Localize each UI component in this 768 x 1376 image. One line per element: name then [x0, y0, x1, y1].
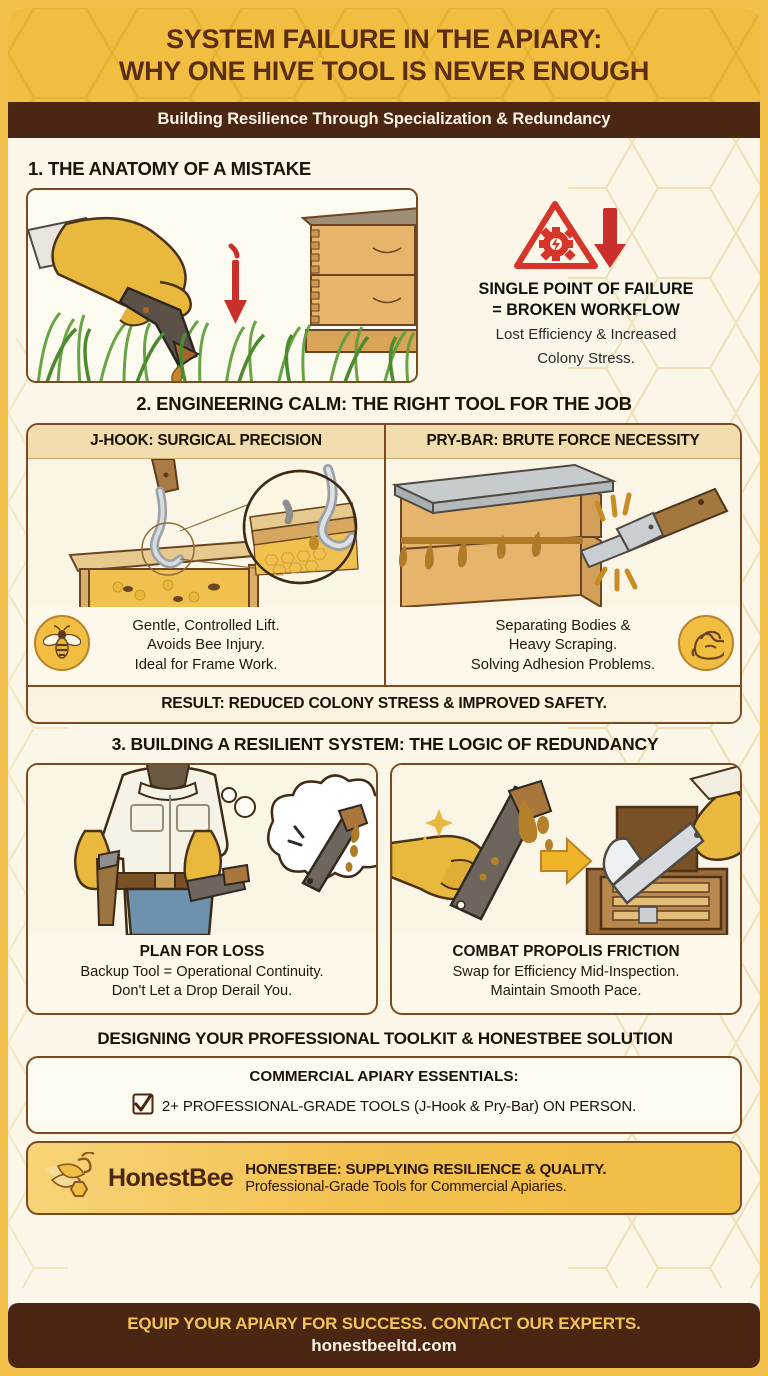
honestbee-bee-logo-icon	[46, 1152, 95, 1198]
header-hexagon-pattern	[8, 8, 760, 108]
section3: PLAN FOR LOSS Backup Tool = Operational …	[26, 763, 742, 1016]
beekeeper-backup-tool-scene	[28, 765, 376, 936]
section1-sub-line1: Lost Efficiency & Increased	[495, 326, 677, 344]
footer-url[interactable]: honestbeeltd.com	[311, 1336, 457, 1355]
prybar-illustration	[386, 458, 740, 607]
section1-callout-line1: SINGLE POINT OF FAILURE	[478, 279, 694, 298]
jhook-line-2: Avoids Bee Injury.	[147, 637, 265, 654]
section1-callout-line2: = BROKEN WORKFLOW	[492, 301, 680, 320]
footer-cta-text: EQUIP YOUR APIARY FOR SUCCESS. CONTACT O…	[127, 1314, 641, 1333]
plan-for-loss-line2: Don't Let a Drop Derail You.	[111, 983, 293, 1000]
section2-result: RESULT: REDUCED COLONY STRESS & IMPROVED…	[28, 685, 740, 723]
brand-logo: HonestBee	[42, 1152, 234, 1204]
page-title-line1: SYSTEM FAILURE IN THE APIARY:	[166, 24, 602, 54]
brand-bar[interactable]: HonestBee HONESTBEE: SUPPLYING RESILIENC…	[26, 1141, 742, 1216]
strength-badge	[678, 614, 734, 671]
page-title-line2: WHY ONE HIVE TOOL IS NEVER ENOUGH	[118, 55, 650, 86]
section1: SINGLE POINT OF FAILURE = BROKEN WORKFLO…	[26, 187, 742, 383]
warning-triangle-gear-down-arrow-icon	[514, 200, 626, 269]
section1-sub-line2: Colony Stress.	[537, 349, 635, 367]
brand-line1: HONESTBEE: SUPPLYING RESILIENCE & QUALIT…	[245, 1161, 607, 1179]
section3-card-combat-propolis: COMBAT PROPOLIS FRICTION Swap for Effici…	[390, 763, 742, 1016]
essentials-checklist-item: 2+ PROFESSIONAL-GRADE TOOLS (J-Hook & Pr…	[161, 1098, 637, 1116]
combat-propolis-line1: Swap for Efficiency Mid-Inspection.	[452, 964, 680, 981]
essentials-checklist-row: 2+ PROFESSIONAL-GRADE TOOLS (J-Hook & Pr…	[42, 1093, 726, 1120]
section1-heading: 1. THE ANATOMY OF A MISTAKE	[28, 157, 312, 179]
bee-icon	[43, 625, 81, 659]
tool-swap-scene	[392, 765, 740, 936]
prybar-scene	[386, 458, 740, 607]
jhook-description: Gentle, Controlled Lift. Avoids Bee Inju…	[28, 607, 384, 686]
prybar-title: PRY-BAR: BRUTE FORCE NECESSITY	[386, 424, 740, 459]
header-banner: SYSTEM FAILURE IN THE APIARY: WHY ONE HI…	[8, 8, 760, 108]
dropped-tool-scene	[28, 189, 416, 381]
plan-for-loss-line1: Backup Tool = Operational Continuity.	[80, 964, 324, 981]
infographic-canvas: SYSTEM FAILURE IN THE APIARY: WHY ONE HI…	[8, 8, 760, 1368]
page-subtitle: Building Resilience Through Specializati…	[8, 101, 760, 138]
flexed-biceps-icon	[691, 630, 724, 660]
infographic-body: 1. THE ANATOMY OF A MISTAKE	[8, 138, 760, 1216]
section2-panel: J-HOOK: SURGICAL PRECISION	[26, 422, 742, 725]
section1-illustration	[26, 187, 418, 383]
combat-propolis-illustration	[392, 765, 740, 936]
jhook-line-3: Ideal for Frame Work.	[134, 656, 278, 673]
jhook-line-1: Gentle, Controlled Lift.	[132, 617, 280, 634]
brand-line2: Professional-Grade Tools for Commercial …	[245, 1179, 567, 1196]
section2-column-prybar: PRY-BAR: BRUTE FORCE NECESSITY	[384, 424, 740, 686]
section4-heading: DESIGNING YOUR PROFESSIONAL TOOLKIT & HO…	[97, 1029, 673, 1049]
section3-card-plan-for-loss: PLAN FOR LOSS Backup Tool = Operational …	[26, 763, 378, 1016]
prybar-description: Separating Bodies & Heavy Scraping. Solv…	[386, 607, 740, 686]
footer-cta-bar[interactable]: EQUIP YOUR APIARY FOR SUCCESS. CONTACT O…	[8, 1303, 760, 1368]
section3-heading: 3. BUILDING A RESILIENT SYSTEM: THE LOGI…	[111, 734, 659, 755]
jhook-illustration	[28, 458, 384, 607]
bee-badge	[34, 614, 90, 671]
section1-callout: SINGLE POINT OF FAILURE = BROKEN WORKFLO…	[430, 188, 742, 369]
plan-for-loss-illustration	[28, 765, 376, 936]
combat-propolis-line2: Maintain Smooth Pace.	[490, 983, 642, 1000]
jhook-title: J-HOOK: SURGICAL PRECISION	[28, 424, 384, 459]
checked-checkbox-icon[interactable]	[132, 1093, 154, 1120]
jhook-scene	[28, 458, 384, 607]
brand-text: HONESTBEE: SUPPLYING RESILIENCE & QUALIT…	[245, 1161, 726, 1195]
combat-propolis-text: COMBAT PROPOLIS FRICTION Swap for Effici…	[392, 935, 740, 1013]
plan-for-loss-text: PLAN FOR LOSS Backup Tool = Operational …	[28, 935, 376, 1013]
essentials-title: COMMERCIAL APIARY ESSENTIALS:	[249, 1068, 519, 1086]
combat-propolis-title: COMBAT PROPOLIS FRICTION	[452, 943, 680, 961]
section2-column-jhook: J-HOOK: SURGICAL PRECISION	[28, 424, 384, 686]
essentials-box: COMMERCIAL APIARY ESSENTIALS: 2+ PROFESS…	[26, 1056, 742, 1135]
section2-heading: 2. ENGINEERING CALM: THE RIGHT TOOL FOR …	[136, 392, 632, 414]
brand-name: HonestBee	[108, 1163, 234, 1192]
plan-for-loss-title: PLAN FOR LOSS	[139, 943, 265, 961]
page-title: SYSTEM FAILURE IN THE APIARY: WHY ONE HI…	[32, 24, 736, 88]
